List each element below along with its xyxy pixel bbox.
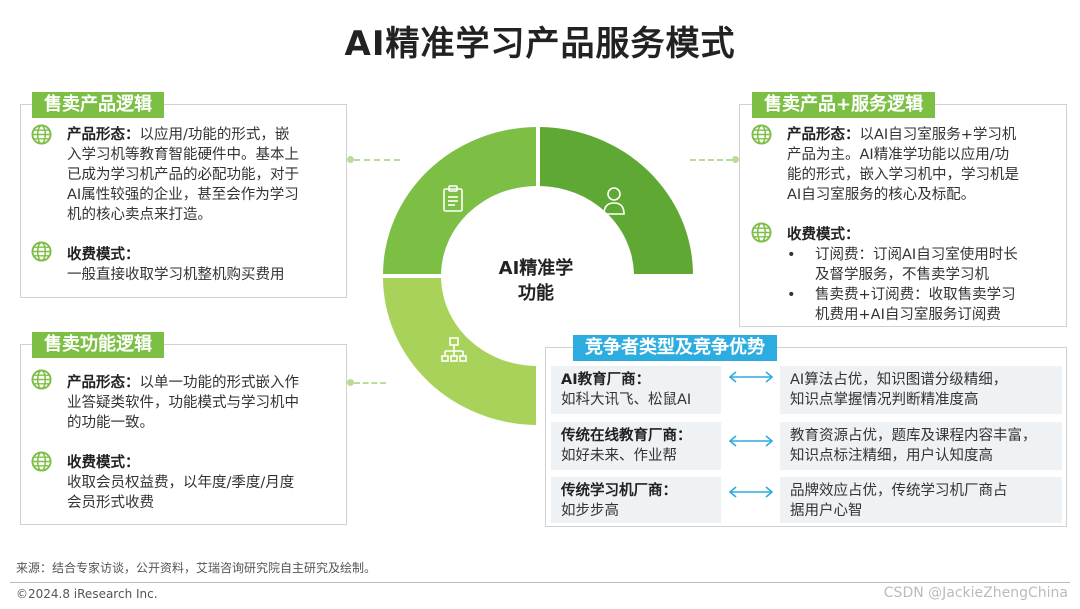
form-label: 产品形态： (67, 127, 140, 143)
competitor-type: AI教育厂商： 如科大讯飞、松鼠AI (551, 366, 721, 414)
person-icon (603, 187, 625, 215)
competitor-advantage: 品牌效应占优，传统学习机厂商占 据用户心智 (780, 477, 1062, 523)
double-arrow-icon (728, 486, 774, 498)
page-title: AI精准学习产品服务模式 (344, 24, 736, 64)
copyright: ©2024.8 iResearch Inc. (16, 587, 158, 601)
connector-dot (347, 379, 354, 386)
ring-segment-service (540, 127, 693, 274)
competitor-type: 传统在线教育厂商： 如好未来、作业帮 (551, 422, 721, 470)
fee-label: 收费模式： (67, 455, 140, 471)
double-arrow-icon (728, 435, 774, 447)
sell-function-form: 产品形态：以单一功能的形式嵌入作 业答疑类软件，功能模式与学习机中 的功能一致。 (67, 375, 299, 431)
fee-sub-item: • 售卖费+订阅费：收取售卖学习 机费用+AI自习室服务订阅费 (787, 287, 1016, 323)
connector-dot (732, 156, 739, 163)
fee-label: 收费模式： (67, 247, 140, 263)
watermark: CSDN @JackieZhengChina (883, 585, 1068, 601)
ring-diagram (383, 127, 693, 425)
tab-sell-function: 售卖功能逻辑 (32, 332, 164, 358)
globe-icon (751, 124, 772, 145)
globe-icon (31, 241, 52, 262)
hierarchy-icon (441, 337, 467, 362)
connector-line (354, 382, 386, 384)
sell-function-fee: 收费模式： 收取会员权益费，以年度/季度/月度 会员形式收费 (67, 455, 295, 511)
tab-competition: 竞争者类型及竞争优势 (573, 335, 777, 361)
clipboard-icon (443, 185, 463, 212)
panel-product-service (739, 104, 1067, 327)
sell-product-form: 产品形态：以应用/功能的形式，嵌 入学习机等教育智能硬件中。基本上 已成为学习机… (67, 127, 299, 223)
product-service-fee-label: 收费模式： (787, 227, 860, 243)
tab-sell-product: 售卖产品逻辑 (32, 92, 164, 118)
product-service-form: 产品形态：以AI自习室服务+学习机 产品为主。AI精准学功能以应用/功 能的形式… (787, 127, 1019, 203)
competitor-advantage: 教育资源占优，题库及课程内容丰富， 知识点标注精细，用户认知度高 (780, 422, 1062, 470)
center-label: AI精准学 功能 (498, 258, 574, 304)
connector-line (690, 159, 732, 161)
form-label: 产品形态： (787, 127, 860, 143)
panel-sell-function (20, 344, 347, 525)
panel-sell-product (20, 104, 347, 298)
sell-product-fee: 收费模式： 一般直接收取学习机整机购买费用 (67, 247, 285, 283)
globe-icon (31, 124, 52, 145)
double-arrow-icon (728, 371, 774, 383)
tab-product-service: 售卖产品+服务逻辑 (752, 92, 936, 118)
globe-icon (31, 369, 52, 390)
globe-icon (31, 451, 52, 472)
competitor-type: 传统学习机厂商： 如步步高 (551, 477, 721, 523)
footer-divider (10, 582, 1070, 583)
competitor-advantage: AI算法占优，知识图谱分级精细， 知识点掌握情况判断精准度高 (780, 366, 1062, 414)
ring-segment-product (383, 127, 536, 274)
form-label: 产品形态： (67, 375, 140, 391)
fee-sub-item: • 订阅费：订阅AI自习室使用时长 及督学服务，不售卖学习机 (787, 247, 1018, 283)
source-note: 来源：结合专家访谈，公开资料，艾瑞咨询研究院自主研究及绘制。 (16, 561, 377, 575)
globe-icon (751, 222, 772, 243)
connector-line (354, 159, 400, 161)
connector-dot (347, 156, 354, 163)
